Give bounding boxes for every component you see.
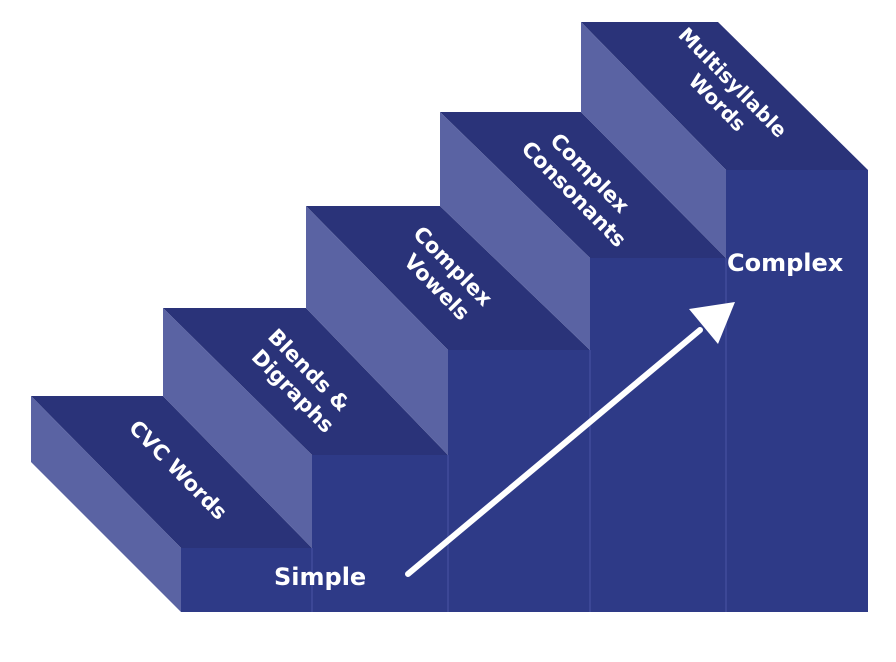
step-5-side bbox=[581, 22, 726, 258]
step-1-top bbox=[31, 396, 312, 548]
step-5-top bbox=[581, 22, 868, 170]
simple-label: Simple bbox=[274, 563, 366, 591]
complex-label: Complex bbox=[727, 249, 844, 277]
arrow-up-right-icon bbox=[405, 302, 735, 577]
step-1: CVC Words bbox=[31, 396, 312, 612]
staircase-front-face bbox=[181, 170, 868, 612]
step-2-top bbox=[163, 308, 448, 455]
arrow-head bbox=[689, 302, 735, 344]
step-3-side bbox=[306, 206, 448, 455]
arrow-shaft bbox=[405, 327, 703, 577]
step-4-top bbox=[440, 112, 726, 258]
step-1-side bbox=[31, 396, 181, 612]
step-5: Multisyllable Words bbox=[581, 22, 868, 258]
step-2: Blends & Digraphs bbox=[163, 308, 448, 548]
step-3-top bbox=[306, 206, 590, 350]
step-4-side bbox=[440, 112, 590, 350]
step-2-side bbox=[163, 308, 312, 548]
step-3: Complex Vowels bbox=[306, 206, 590, 455]
